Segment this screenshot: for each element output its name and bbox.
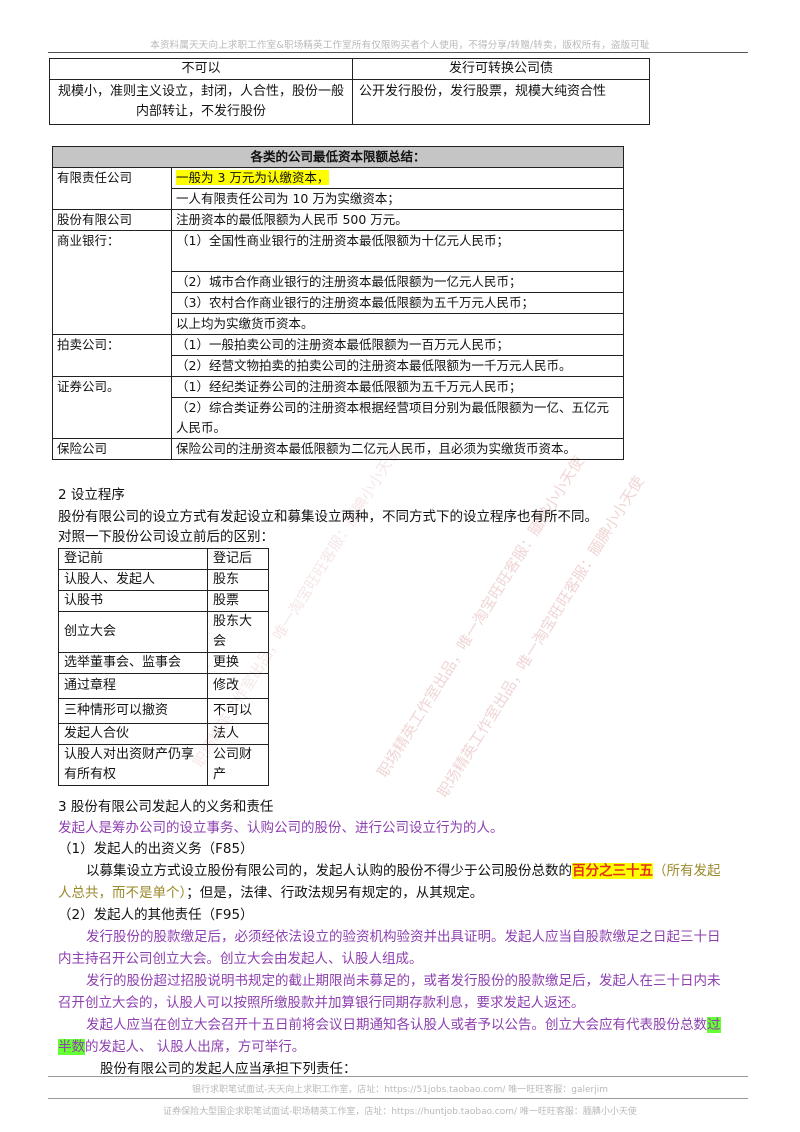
table-cell: 登记前 [58,548,208,570]
text-run: 的发起人、 认股人出席，方可举行。 [85,1039,306,1055]
subsection-heading: （1）发起人的出资义务（F85） [58,841,254,857]
footer-line: 银行求职笔试面试-天天向上求职工作室，店址：https://51jobs.tao… [191,1085,609,1095]
paragraph: 发行股份的股款缴足后，必须经依法设立的验资机构验资并出具证明。发起人应当自股款缴… [86,929,721,945]
table-cell: 创立大会 [58,611,208,653]
table-cell: 法人 [207,723,269,745]
footer-divider [48,1076,748,1077]
paragraph: 对照一下股份公司设立前后的区别： [58,529,274,545]
table-cell: （2）综合类证券公司的注册资本根据经营项目分别为最低限额为一亿、五亿元人民币。 [171,397,624,439]
section-heading: 3 股份有限公司发起人的义务和责任 [58,799,274,815]
table-cell: （2）经营文物拍卖的拍卖公司的注册资本最低限额为一千万元人民币。 [171,355,624,377]
paragraph: 以募集设立方式设立股份有限公司的，发起人认购的股份不得少于公司股份总数的百分之三… [86,860,721,882]
row-label: 股份有限公司 [52,209,172,231]
table-cell: 不可以 [207,698,269,724]
table-cell: 公司财产 [207,744,269,786]
table-cell: 三种情形可以撤资 [58,698,208,724]
table-cell: 规模小，准则主义设立，封闭，人合性，股份一般内部转让，不发行股份 [49,79,353,125]
text-run: 发起人应当在创立大会召开十五日前将会议日期通知各认股人或者予以公告。创立大会应有… [86,1017,707,1033]
table-row: 认股书股票 [58,590,269,612]
subsection-heading: （2）发起人的其他责任（F95） [58,907,254,923]
table-cell: 以上均为实缴货币资本。 [171,313,624,335]
table-cell: （3）农村合作商业银行的注册资本最低限额为五千万元人民币； [171,292,624,314]
table-cell: 更换 [207,652,269,674]
table-cell: 保险公司的注册资本最低限额为二亿元人民币，且必须为实缴货币资本。 [171,438,624,460]
table-cell: 一人有限责任公司为 10 万为实缴资本； [171,188,624,210]
table-row: 选举董事会、监事会更换 [58,652,269,674]
watermark: 职场精英工作室出品，唯一淘宝旺旺客服：腼腆小小天使 [373,453,588,781]
table-cell: 登记后 [207,548,269,570]
table-cell: （1）经纪类证券公司的注册资本最低限额为五千万元人民币； [171,376,624,398]
table-row: 三种情形可以撤资不可以 [58,698,269,724]
row-label: 有限责任公司 [52,167,172,210]
table-cell: （2）城市合作商业银行的注册资本最低限额为一亿元人民币； [171,271,624,293]
table-cell: 认股人、发起人 [58,569,208,591]
table-cell: 认股人对出资财产仍享有所有权 [58,744,208,786]
table-cell: （1）全国性商业银行的注册资本最低限额为十亿元人民币； [171,230,624,272]
paragraph: 股份有限公司的设立方式有发起设立和募集设立两种，不同方式下的设立程序也有所不同。 [58,509,598,525]
highlighted-text: 过 [707,1017,721,1033]
highlighted-text: 一般为 3 万元为认缴资本， [176,170,330,185]
paragraph: 发行的股份超过招股说明书规定的截止期限尚未募足的，或者发行股份的股款缴足后，发起… [86,973,721,989]
paragraph: 半数的发起人、 认股人出席，方可举行。 [58,1036,305,1058]
table-cell: （1）一般拍卖公司的注册资本最低限额为一百万元人民币； [171,334,624,356]
table-header-cell: 发行可转换公司债 [352,58,650,80]
page-header: 本资料属天天向上求职工作室&职场精英工作室所有仅限购买者个人使用，不得分享/转赠… [150,40,650,51]
paragraph: 召开创立大会的，认股人可以按照所缴股款并加算银行同期存款利息，要求发起人返还。 [58,995,585,1011]
text-run: ；但是，法律、行政法规另有规定的，从其规定。 [186,885,484,901]
highlighted-text: 半数 [58,1039,85,1055]
table-cell: 发起人合伙 [58,723,208,745]
table-row: 发起人合伙法人 [58,723,269,745]
table-cell: 一般为 3 万元为认缴资本， [171,167,624,189]
note-text: 人总共，而不是单个） [58,885,187,901]
table-row: 创立大会股东大会 [58,611,269,653]
table-cell: 股东大会 [207,611,269,653]
registration-comparison-table: 登记前登记后认股人、发起人股东认股书股票创立大会股东大会选举董事会、监事会更换通… [58,548,269,786]
table-cell: 股东 [207,569,269,591]
paragraph: 发起人应当在创立大会召开十五日前将会议日期通知各认股人或者予以公告。创立大会应有… [86,1014,721,1036]
table-row: 通过章程修改 [58,673,269,699]
definition-text: 发起人是筹办公司的设立事务、认购公司的股份、进行公司设立行为的人。 [58,820,504,836]
table-row: 认股人对出资财产仍享有所有权公司财产 [58,744,269,786]
section-heading: 2 设立程序 [58,487,125,503]
table-cell: 通过章程 [58,673,208,699]
row-label: 保险公司 [52,438,172,460]
row-label: 证券公司。 [52,376,172,439]
paragraph: 人总共，而不是单个）；但是，法律、行政法规另有规定的，从其规定。 [58,882,483,904]
table-cell: 认股书 [58,590,208,612]
table-cell: 选举董事会、监事会 [58,652,208,674]
capital-summary-table: 各类的公司最低资本限额总结： 有限责任公司 一般为 3 万元为认缴资本， 一人有… [52,146,624,460]
note-text: （所有发起 [653,863,721,879]
table-title: 各类的公司最低资本限额总结： [52,146,624,168]
table-cell: 修改 [207,673,269,699]
paragraph: 内主持召开公司创立大会。创立大会由发起人、认股人组成。 [58,951,423,967]
table-header-cell: 不可以 [49,58,353,80]
header-divider [48,52,748,53]
row-label: 商业银行： [52,230,172,335]
footer-divider [48,1098,748,1099]
highlighted-text: 百分之三十五 [572,863,653,879]
paragraph: 股份有限公司的发起人应当承担下列责任： [100,1061,357,1077]
table-row: 登记前登记后 [58,548,269,570]
table-cell: 股票 [207,590,269,612]
table-cell: 注册资本的最低限额为人民币 500 万元。 [171,209,624,231]
text-run: 以募集设立方式设立股份有限公司的，发起人认购的股份不得少于公司股份总数的 [86,863,572,879]
footer-line: 证券保险大型国企求职笔试面试-职场精英工作室，店址：https://huntjo… [163,1107,637,1117]
table-cell: 公开发行股份，发行股票，规模大纯资合性 [352,79,650,125]
row-label: 拍卖公司： [52,334,172,377]
table-row: 认股人、发起人股东 [58,569,269,591]
comparison-table: 不可以 发行可转换公司债 规模小，准则主义设立，封闭，人合性，股份一般内部转让，… [49,58,650,125]
